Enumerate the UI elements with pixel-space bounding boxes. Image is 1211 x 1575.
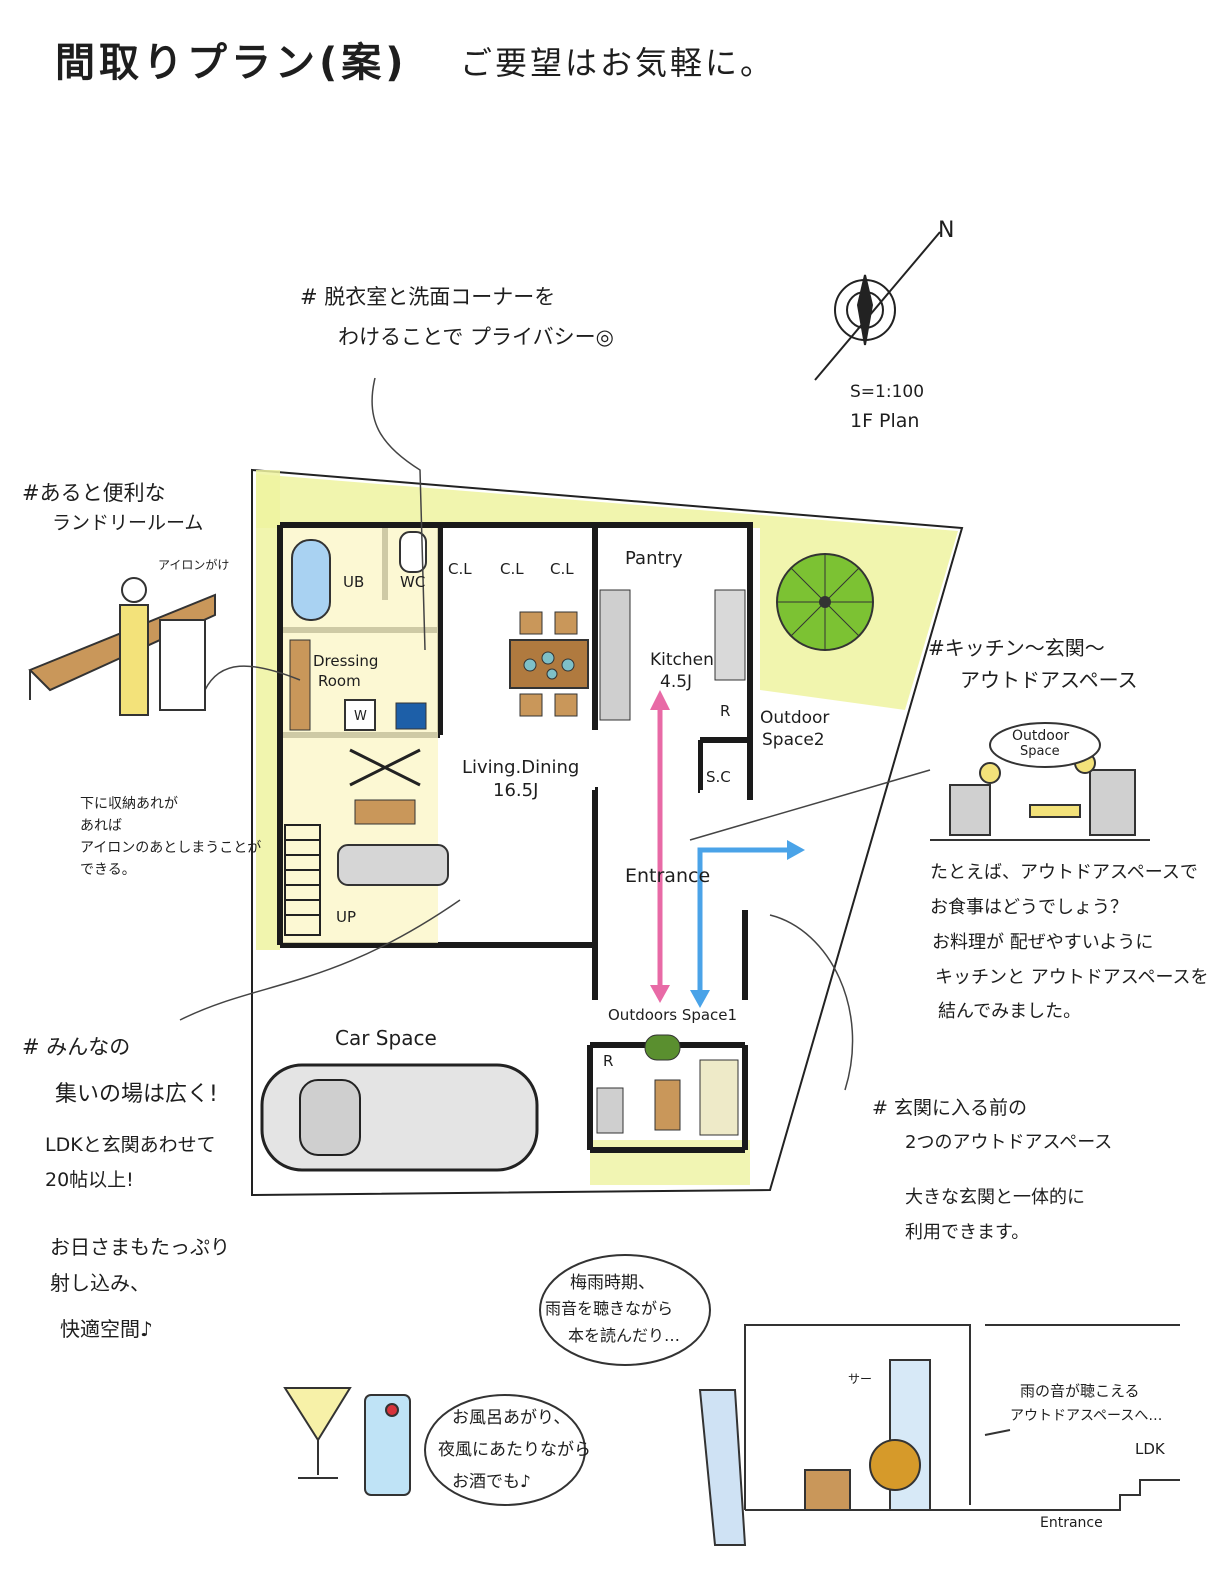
room-label-wc: WC [400,573,426,591]
section-label-entrance: Entrance [1040,1515,1103,1531]
note-laundry-1: #あると便利な [22,481,166,505]
entrance-outdoor-arrow [697,847,795,1000]
note-meal-2: お食事はどうでしょう？ [930,897,1128,918]
note-bath-3: お酒でも♪ [452,1472,531,1492]
note-entrance-outdoor-2: 2つのアウトドアスペース [905,1132,1113,1153]
laundry-sketch [28,577,216,716]
plant-pot-icon [644,1034,681,1061]
note-bath-1: お風呂あがり、 [452,1408,571,1428]
room-label-outdoor-space1: Outdoors Space1 [608,1006,738,1024]
note-rain-3: 本を読んだり… [568,1326,681,1345]
compass-north-label: N [938,218,955,243]
tableware-icon [523,651,575,680]
note-gathering-6: 射し込み、 [50,1271,150,1295]
section-label-ldk: LDK [1135,1440,1165,1458]
room-label-dressing-2: Room [318,672,361,690]
room-label-car-space: Car Space [335,1026,437,1050]
note-storage-4: できる。 [80,862,136,878]
south-garden [590,1140,750,1185]
room-label-up: UP [336,908,357,926]
dining-chairs-icon [519,611,578,717]
cocktail-sketch [283,1387,586,1506]
note-outdoor-bubble-2: Space [1020,744,1060,759]
room-label-closet-1: C.L [448,560,472,578]
room-label-dressing-1: Dressing [313,652,379,670]
room-label-pantry: Pantry [625,548,683,569]
west-yard [256,470,280,950]
bench-icon [654,1079,681,1131]
north-yard [256,474,958,710]
note-gathering-3: LDKと玄関あわせて [45,1134,216,1156]
room-label-kitchen: Kitchen [650,650,714,670]
note-meal-1: たとえば、アウトドアスペースで [930,862,1198,883]
toilet-icon [399,531,427,573]
section-sketch [539,1254,1180,1546]
room-label-entrance: Entrance [625,865,711,887]
note-iron-bubble: アイロンがけ [158,558,230,572]
note-privacy-2: わけることで プライバシー◎ [338,325,614,349]
room-label-washer: W [354,709,367,724]
note-rain-2: 雨音を聴きながら [545,1299,674,1318]
leader-lines [179,377,931,1091]
note-storage-2: あれば [80,818,122,834]
page-subtitle: ご要望はお気軽に。 [460,44,776,82]
scale-floor-label: 1F Plan [850,410,920,432]
compass-icon [814,231,941,381]
note-gathering-4: 20帖以上! [45,1169,134,1191]
note-gathering-7: 快適空間♪ [60,1317,153,1341]
note-laundry-2: ランドリールーム [52,512,204,534]
outdoor-storage-icon [596,1087,624,1134]
note-bath-2: 夜風にあたりながら [438,1440,591,1460]
kitchen-counter-2 [714,589,746,681]
note-privacy-1: # 脱衣室と洗面コーナーを [300,285,556,309]
room-label-living: Living.Dining [462,757,580,778]
stairs-icon [284,824,321,936]
room-label-living-size: 16.5J [493,780,539,801]
room-label-kitchen-size: 4.5J [660,672,693,692]
note-gathering-1: # みんなの [22,1035,131,1059]
washer-icon [344,699,376,731]
note-meal-5: 結んでみました。 [938,1001,1082,1022]
room-label-closet-2: C.L [500,560,524,578]
room-label-ub: UB [343,573,365,591]
note-entrance-outdoor-3: 大きな玄関と一体的に [905,1187,1085,1208]
outdoor-meal-sketch [930,722,1150,841]
room-label-outdoor-space2-num: Space2 [762,730,825,750]
note-kitchen-outdoor-2: アウトドアスペース [960,668,1138,692]
tv-board-icon [354,799,416,825]
note-storage-3: アイロンのあとしまうことが [80,840,262,856]
washbasin-icon [395,702,427,730]
room-label-shoe-closet: S.C [706,768,731,786]
note-rain-sound-1: 雨の音が聴こえる [1020,1382,1140,1400]
note-outdoor-bubble-1: Outdoor [1012,728,1070,744]
note-storage-1: 下に収納あれが [80,796,178,812]
room-label-fridge: R [720,702,731,720]
note-kitchen-outdoor-1: #キッチン～玄関～ [928,636,1105,660]
note-entrance-outdoor-4: 利用できます。 [905,1222,1030,1243]
sofa-icon [337,844,449,886]
note-meal-3: お料理が 配ぜやすいように [932,932,1154,953]
room-label-storage: R [603,1052,614,1070]
note-gathering-5: お日さまもたっぷり [50,1235,230,1259]
laundry-counter [289,639,311,731]
kitchen-counter [599,589,631,721]
scale-ratio: S=1:100 [850,382,925,402]
note-meal-4: キッチンと アウトドアスペースを [935,967,1209,988]
outdoor-sofa-icon [699,1059,739,1136]
note-entrance-outdoor-1: # 玄関に入る前の [872,1097,1027,1119]
section-speech-bubble: サー [848,1372,873,1386]
note-rain-1: 梅雨時期、 [570,1273,655,1293]
bathtub-icon [291,539,331,621]
room-label-closet-3: C.L [550,560,574,578]
note-rain-sound-2: アウトドアスペースへ… [1010,1408,1163,1424]
entrance-floor [598,735,698,1000]
room-label-outdoor-space2: Outdoor [760,708,830,728]
page-title: 間取りプラン(案) [55,40,408,86]
note-gathering-2: 集いの場は広く! [55,1082,218,1107]
tree-icon [776,553,874,651]
